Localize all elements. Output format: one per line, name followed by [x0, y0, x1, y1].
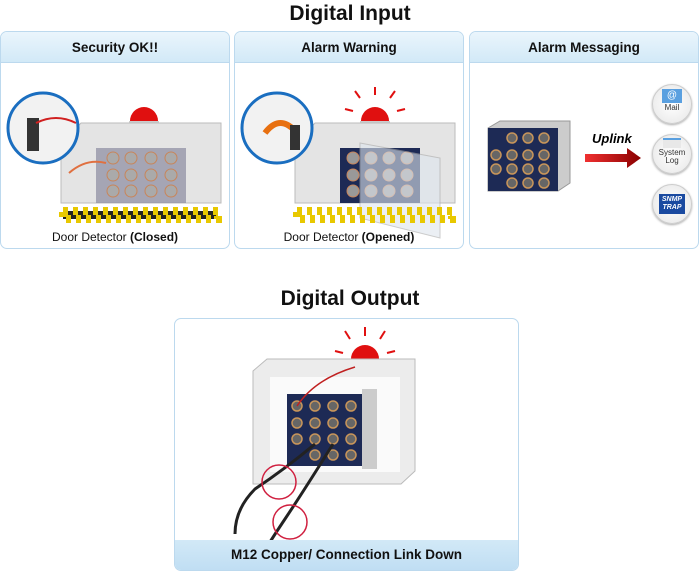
digital-output-title: Digital Output: [280, 287, 420, 310]
mail-icon: @: [662, 89, 682, 103]
system-log-icon: [663, 138, 681, 148]
panel-alarm-messaging: Alarm Messaging Uplink @Mail System Log …: [469, 31, 699, 249]
panel-alarm-warning: Alarm Warning Door Detector (Opened): [234, 31, 464, 249]
panel-header: Security OK!!: [1, 32, 229, 63]
cabinet-opened-illustration: [240, 87, 456, 239]
snmp-trap-icon: SNMP TRAP: [659, 194, 685, 214]
panel-header: Alarm Messaging: [470, 32, 698, 63]
cabinet-closed-illustration: [6, 91, 222, 223]
door-detector-caption: Door Detector (Opened): [283, 230, 415, 244]
panel-security-ok: Security OK!! Door Detector (Closed): [0, 31, 230, 249]
digital-input-title: Digital Input: [289, 2, 411, 25]
snmp-trap-target: SNMP TRAP: [652, 184, 692, 224]
uplink-label: Uplink: [592, 131, 632, 146]
system-log-target: System Log: [652, 134, 692, 174]
panel-header: Alarm Warning: [235, 32, 463, 63]
output-cabinet-illustration: [233, 327, 416, 542]
panel-digital-output: M12 Copper/ Connection Link Down: [174, 318, 519, 571]
door-detector-caption: Door Detector (Closed): [51, 230, 179, 244]
switch-uplink-illustration: [487, 120, 641, 192]
uplink-arrow: [585, 148, 641, 168]
mail-target: @Mail: [652, 84, 692, 124]
panel-footer: M12 Copper/ Connection Link Down: [175, 540, 518, 570]
